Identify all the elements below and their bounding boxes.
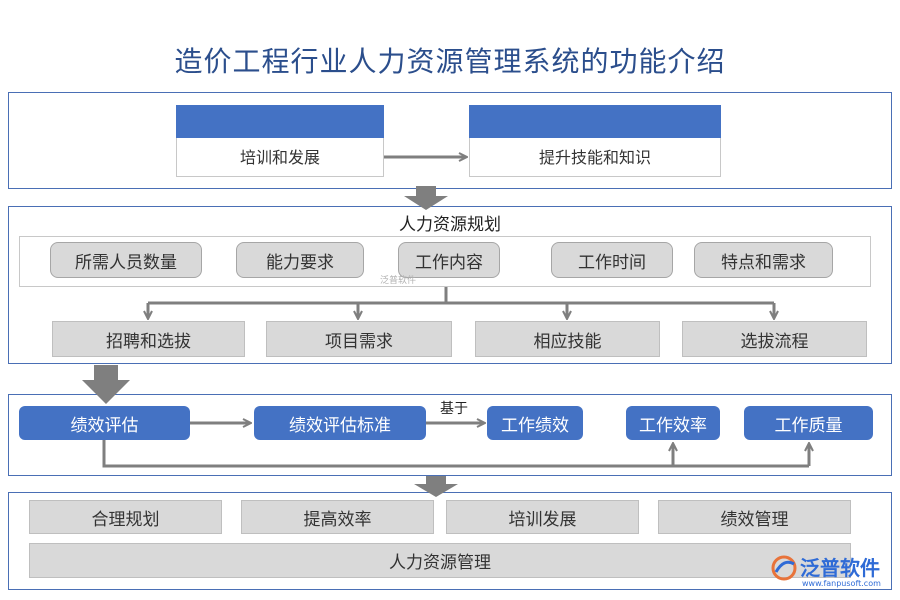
- node-work-quality: 工作质量: [744, 406, 873, 440]
- node-work-performance: 工作绩效: [487, 406, 583, 440]
- training-box-header: [176, 105, 384, 138]
- arrow-label-based-on: 基于: [440, 401, 468, 417]
- mgmt-efficiency: 提高效率: [241, 500, 434, 534]
- watermark-logo: 泛普软件: [380, 276, 417, 286]
- node-work-efficiency: 工作效率: [626, 406, 720, 440]
- hr-planning-title: 人力资源规划: [399, 215, 501, 235]
- brand-url: www.fanpusoft.com: [802, 579, 881, 588]
- mgmt-planning: 合理规划: [29, 500, 222, 534]
- brand-logo: 泛普软件 www.fanpusoft.com: [770, 552, 894, 596]
- brand-mark-icon: [771, 555, 797, 581]
- training-box-label: 培训和发展: [239, 148, 320, 167]
- skills-box-label: 提升技能和知识: [538, 148, 651, 167]
- node-performance-evaluation: 绩效评估: [19, 406, 190, 440]
- loop-line: [102, 440, 809, 468]
- down-arrow-2: [82, 365, 130, 404]
- hr-management-bar: 人力资源管理: [29, 543, 851, 578]
- mgmt-training: 培训发展: [446, 500, 639, 534]
- node-evaluation-standard: 绩效评估标准: [254, 406, 426, 440]
- down-arrow-3: [414, 476, 458, 497]
- down-arrow-1: [404, 186, 448, 210]
- output-selection-process: 选拔流程: [682, 321, 867, 357]
- pill-features: 特点和需求: [694, 242, 833, 278]
- output-skills: 相应技能: [475, 321, 660, 357]
- pill-competency: 能力要求: [236, 242, 364, 278]
- panel-training: [8, 92, 892, 189]
- pill-work-content: 工作内容: [398, 242, 500, 278]
- page-title: 造价工程行业人力资源管理系统的功能介绍: [174, 45, 726, 78]
- mgmt-performance: 绩效管理: [658, 500, 851, 534]
- output-recruitment: 招聘和选拔: [52, 321, 245, 357]
- pill-headcount: 所需人员数量: [50, 242, 202, 278]
- skills-box-header: [469, 105, 721, 138]
- skills-box: 提升技能和知识: [469, 105, 721, 177]
- output-project-needs: 项目需求: [266, 321, 452, 357]
- pill-work-time: 工作时间: [551, 242, 673, 278]
- training-box: 培训和发展: [176, 105, 384, 177]
- brand-name: 泛普软件: [800, 556, 880, 580]
